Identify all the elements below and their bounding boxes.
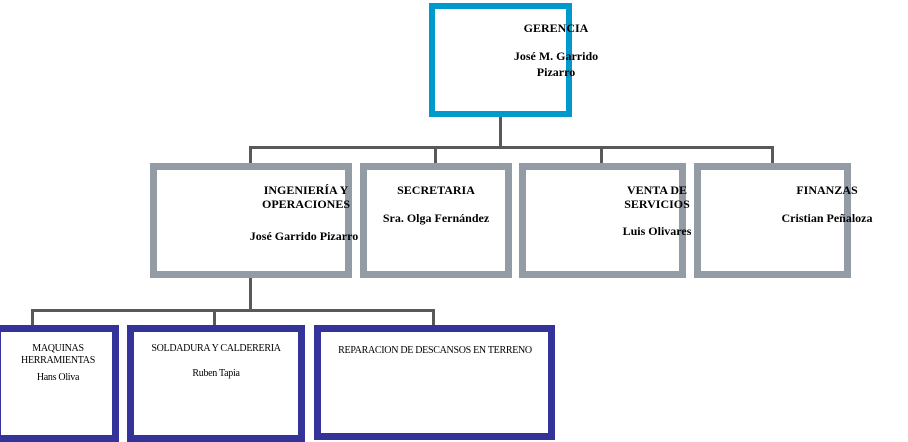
node-reparacion[interactable] <box>314 325 555 440</box>
node-maquinas[interactable] <box>0 325 119 442</box>
connector-to-venta <box>600 146 603 164</box>
node-soldadura-person: Ruben Tapia <box>192 368 240 379</box>
node-gerencia-person-line2: Pizarro <box>536 65 576 79</box>
node-finanzas-person: Cristian Peñaloza <box>781 211 873 225</box>
node-venta[interactable] <box>519 163 686 278</box>
node-secretaria[interactable] <box>360 163 512 278</box>
connector-to-reparacion <box>432 309 435 326</box>
node-finanzas[interactable] <box>694 163 851 278</box>
connector-root-down <box>499 116 502 149</box>
connector-ingenieria-down <box>249 277 252 312</box>
node-gerencia-title: GERENCIA <box>523 21 589 35</box>
node-gerencia-person-line1: José M. Garrido <box>513 49 599 63</box>
node-venta-title-line1: VENTA DE <box>626 183 688 197</box>
connector-level3-horizontal <box>31 309 435 312</box>
connector-to-maquinas <box>31 309 34 326</box>
node-venta-person: Luis Olivares <box>622 224 692 238</box>
node-ingenieria-title-line2: OPERACIONES <box>261 197 350 211</box>
connector-to-soldadura <box>213 309 216 326</box>
node-venta-title-line2: SERVICIOS <box>624 197 690 211</box>
connector-level2-horizontal <box>249 146 774 149</box>
node-secretaria-person: Sra. Olga Fernández <box>382 211 490 225</box>
connector-to-secretaria <box>434 146 437 164</box>
node-soldadura[interactable] <box>127 325 305 442</box>
node-ingenieria[interactable] <box>150 163 352 278</box>
node-finanzas-title: FINANZAS <box>796 183 858 197</box>
node-gerencia[interactable] <box>429 3 572 117</box>
node-maquinas-title: MAQUINAS HERRAMIENTAS <box>21 343 95 366</box>
node-maquinas-person: Hans Oliva <box>36 372 80 383</box>
node-soldadura-title: SOLDADURA Y CALDERERIA <box>151 343 281 354</box>
connector-to-ingenieria <box>249 146 252 164</box>
node-ingenieria-person: José Garrido Pizarro <box>249 229 359 243</box>
node-ingenieria-title-line1: INGENIERÍA Y <box>263 183 349 197</box>
node-secretaria-title: SECRETARIA <box>397 183 475 197</box>
connector-to-finanzas <box>771 146 774 164</box>
node-reparacion-title: REPARACION DE DESCANSOS EN TERRENO <box>338 345 532 356</box>
